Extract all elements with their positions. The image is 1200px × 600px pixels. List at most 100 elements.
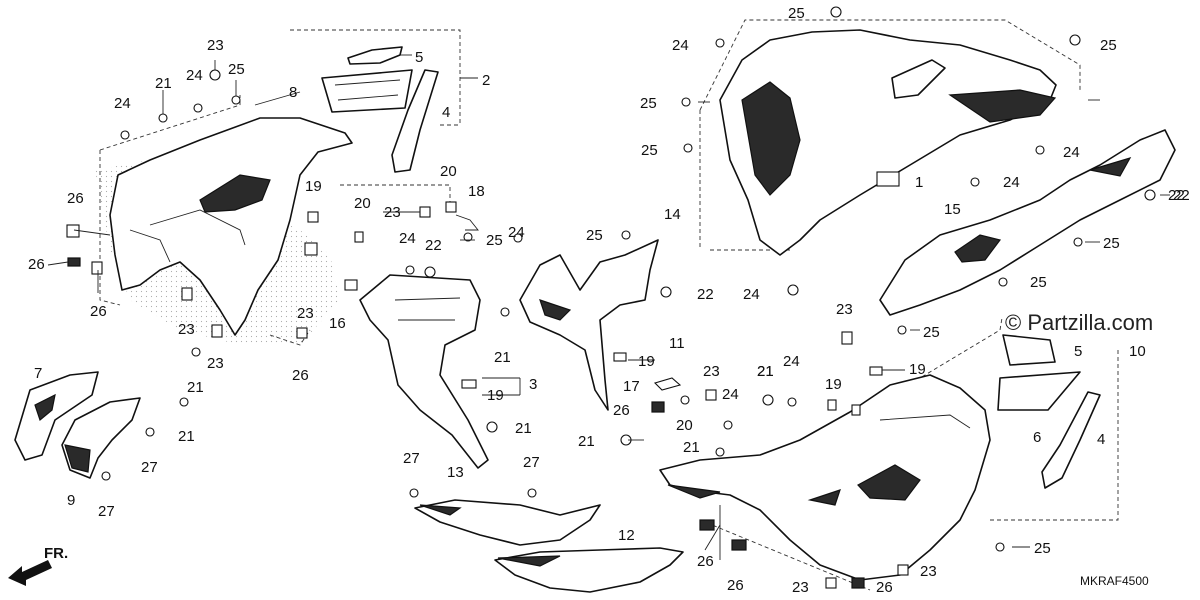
callout: 19 <box>638 353 655 370</box>
callout: 21 <box>515 420 532 437</box>
callout: 21 <box>187 379 204 396</box>
callout: 23 <box>703 363 720 380</box>
callout: 24 <box>722 386 739 403</box>
callout-labels: 23 24 25 21 24 8 5 2 4 26 26 26 19 20 18… <box>28 5 1190 596</box>
callout: 26 <box>697 553 714 570</box>
callout: 23 <box>836 301 853 318</box>
callout: 23 <box>207 355 224 372</box>
watermark: © Partzilla.com <box>1005 310 1153 335</box>
front-arrow-icon <box>8 560 52 586</box>
callout: 17 <box>623 378 640 395</box>
front-direction-indicator: FR. <box>8 545 68 586</box>
under-cowl-12 <box>494 547 684 593</box>
drawing-code: MKRAF4500 <box>1080 574 1149 588</box>
callout: 23 <box>297 305 314 322</box>
callout: 24 <box>186 67 203 84</box>
callout: 24 <box>783 353 800 370</box>
callout: 13 <box>447 464 464 481</box>
callout: 27 <box>98 503 115 520</box>
callout: 26 <box>28 256 45 273</box>
callout: 14 <box>664 206 681 223</box>
callout: 23 <box>384 204 401 221</box>
callout: 22 <box>697 286 714 303</box>
callout: 26 <box>90 303 107 320</box>
front-label: FR. <box>44 545 68 562</box>
callout: 27 <box>141 459 158 476</box>
sticker-5-right <box>1002 334 1056 366</box>
strip-4 <box>391 69 439 173</box>
callout: 24 <box>743 286 760 303</box>
callout: 25 <box>641 142 658 159</box>
callout: 25 <box>586 227 603 244</box>
callout: 24 <box>508 224 525 241</box>
callout: 1 <box>915 174 923 191</box>
under-cowl-13 <box>414 499 601 546</box>
callout: 21 <box>757 363 774 380</box>
callout: 25 <box>1034 540 1051 557</box>
callout: 23 <box>178 321 195 338</box>
callout: 25 <box>640 95 657 112</box>
callout: 20 <box>354 195 371 212</box>
callout: 25 <box>486 232 503 249</box>
strip-4-right <box>1041 391 1101 489</box>
callout: 21 <box>578 433 595 450</box>
callout: 26 <box>876 579 893 596</box>
callout: 21 <box>757 363 774 380</box>
callout: 20 <box>440 163 457 180</box>
callout: 6 <box>1033 429 1041 446</box>
callout: 4 <box>442 104 450 121</box>
callout: 24 <box>672 37 689 54</box>
callout: 9 <box>67 492 75 509</box>
callout: 26 <box>67 190 84 207</box>
callout: 22 <box>1173 187 1190 204</box>
callout: 27 <box>523 454 540 471</box>
left-upper-cowl-group <box>66 29 478 407</box>
callout: 21 <box>178 428 195 445</box>
callout: 19 <box>825 376 842 393</box>
callout: 19 <box>909 361 926 378</box>
callout: 5 <box>415 49 423 66</box>
leader-lines <box>47 99 1170 560</box>
callout: 21 <box>494 349 511 366</box>
callout: 20 <box>676 417 693 434</box>
callout: 25 <box>1103 235 1120 252</box>
callout: 21 <box>155 75 172 92</box>
top-right-fairing-group <box>681 6 1176 316</box>
sticker-5 <box>347 46 403 65</box>
panel-6 <box>997 371 1081 411</box>
inner-panel-3 <box>359 274 489 469</box>
callout: 23 <box>207 37 224 54</box>
callout: 25 <box>228 61 245 78</box>
center-inner-group <box>296 184 717 469</box>
callout: 27 <box>403 450 420 467</box>
callout: 24 <box>399 230 416 247</box>
callout: 26 <box>292 367 309 384</box>
callout: 23 <box>792 579 809 596</box>
callout: 11 <box>669 335 685 352</box>
callout: 7 <box>34 365 42 382</box>
under-cowl-group <box>409 488 684 593</box>
callout: 4 <box>1097 431 1105 448</box>
callout: 18 <box>468 183 485 200</box>
callout: 22 <box>425 237 442 254</box>
side-piece-7 <box>14 371 99 461</box>
callout: 21 <box>683 439 700 456</box>
callout: 25 <box>1030 274 1047 291</box>
callout: 26 <box>613 402 630 419</box>
callout: 12 <box>618 527 635 544</box>
panel-8 <box>321 69 413 113</box>
right-lower-cowl-group <box>620 317 1119 591</box>
callout: 15 <box>944 201 961 218</box>
callout: 25 <box>788 5 805 22</box>
callout: 2 <box>482 72 490 89</box>
upper-cowl-left <box>109 117 353 336</box>
callout: 24 <box>114 95 131 112</box>
callout: 8 <box>289 84 297 101</box>
callout: 24 <box>1063 144 1080 161</box>
callout: 23 <box>920 563 937 580</box>
inner-panel-11 <box>519 239 659 411</box>
callout: 10 <box>1129 343 1146 360</box>
lower-fairing-15 <box>879 129 1176 316</box>
callout: 16 <box>329 315 346 332</box>
